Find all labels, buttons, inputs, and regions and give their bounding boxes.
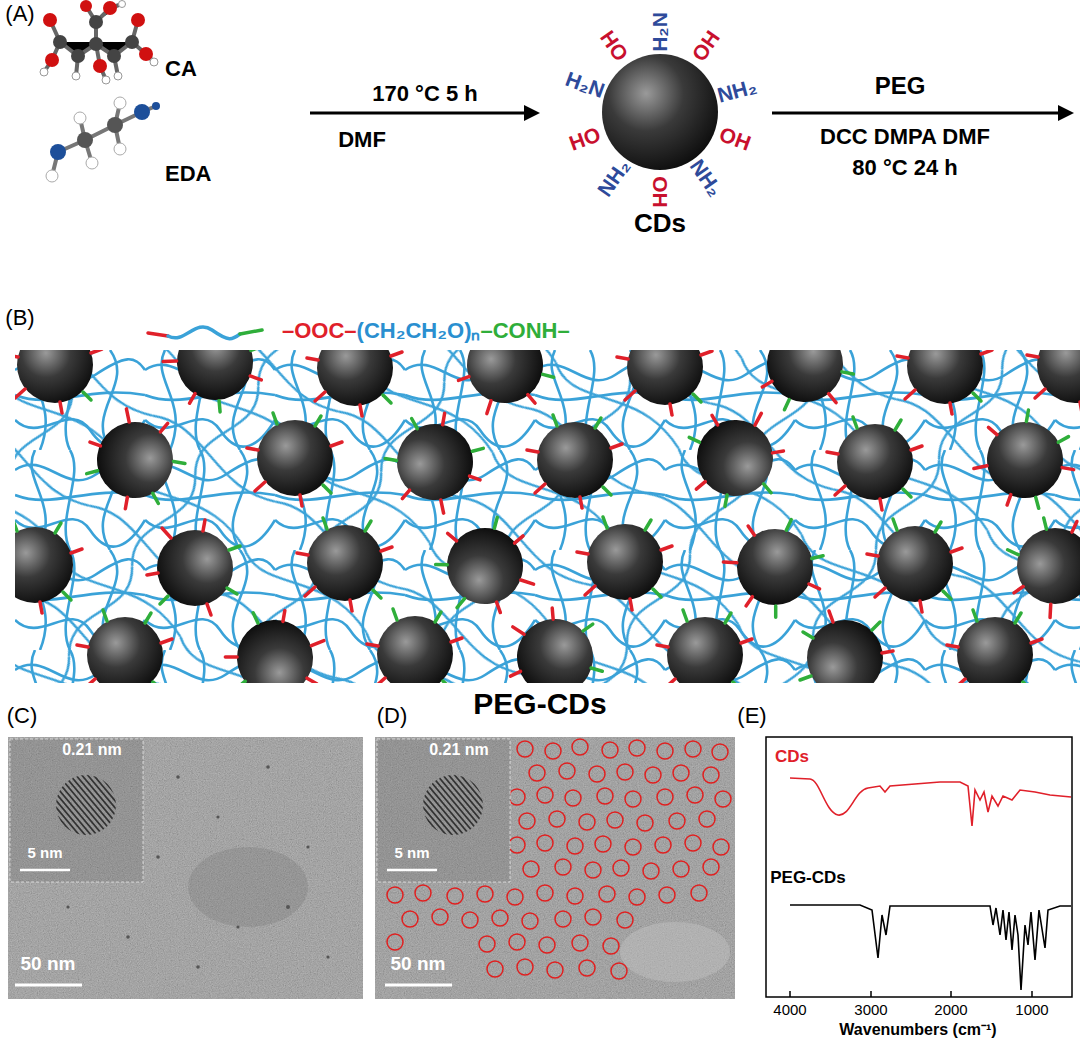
peg-chain-symbol — [148, 327, 262, 339]
panel-label: (E) — [737, 703, 766, 728]
functional-group: H₂N — [562, 66, 608, 102]
functional-group: OH — [687, 27, 725, 67]
formula-part: –OOC– — [282, 318, 357, 343]
ftir-chart — [766, 737, 1072, 997]
functional-group: NH₂ — [715, 74, 760, 108]
panel-label: (D) — [377, 703, 408, 728]
lattice-spacing: 0.21 nm — [62, 741, 122, 759]
ethylenediamine-molecule — [46, 97, 160, 182]
node-label: PEG-CDs — [473, 687, 606, 722]
curve-label: CDs — [775, 747, 809, 767]
scale-bar-label: 5 nm — [27, 844, 62, 861]
arrow-head — [524, 105, 540, 121]
panel-label: DMF — [338, 127, 386, 152]
formula-part: (CH₂CH₂O)ₙ — [357, 318, 481, 343]
functional-group: OH — [648, 176, 672, 208]
axis-tick: 3000 — [854, 1001, 887, 1018]
peg-network — [0, 297, 1080, 717]
functional-group: OH — [716, 123, 754, 156]
arrow-shaft — [310, 112, 526, 115]
carbon-dot — [602, 54, 718, 170]
axis-tick: 2000 — [934, 1001, 967, 1018]
curve-label: PEG-CDs — [770, 868, 846, 888]
axis-tick: 4000 — [773, 1001, 806, 1018]
lattice-spacing: 0.21 nm — [429, 741, 489, 759]
panel-label: DCC DMPA DMF — [820, 124, 990, 149]
scale-bar-label: 50 nm — [21, 953, 76, 975]
panel-label: (B) — [5, 305, 34, 330]
functional-group: NH₂ — [685, 154, 728, 200]
reaction-arrow — [310, 105, 540, 121]
panel-label: (A) — [5, 1, 34, 26]
citric-acid-molecule — [40, 0, 158, 84]
tem-image — [8, 737, 363, 999]
axis-title: Wavenumbers (cm⁻¹) — [839, 1021, 996, 1039]
tem-image — [375, 737, 735, 999]
functional-group: H₂N — [648, 12, 672, 52]
node-label: CDs — [634, 209, 686, 239]
functional-group: NH₂ — [593, 154, 636, 200]
functional-group: HO — [566, 123, 604, 156]
network-panel: PEG-CDs — [15, 350, 1080, 683]
panel-label: 80 °C 24 h — [852, 155, 957, 180]
node-label: CA — [165, 56, 197, 81]
scale-bar-label: 5 nm — [394, 844, 429, 861]
reactants-group: CA EDA — [45, 0, 310, 215]
panel-label: (C) — [7, 703, 38, 728]
edge-label: 170 °C 5 h — [372, 81, 477, 106]
reaction-arrow — [772, 105, 1074, 121]
scale-bar-label: 50 nm — [391, 953, 446, 975]
panel-label: PEG — [875, 72, 926, 100]
node-label: EDA — [165, 161, 211, 186]
axis-tick: 1000 — [1015, 1001, 1048, 1018]
functional-group: HO — [595, 27, 633, 67]
formula-part: –CONH– — [480, 318, 569, 343]
